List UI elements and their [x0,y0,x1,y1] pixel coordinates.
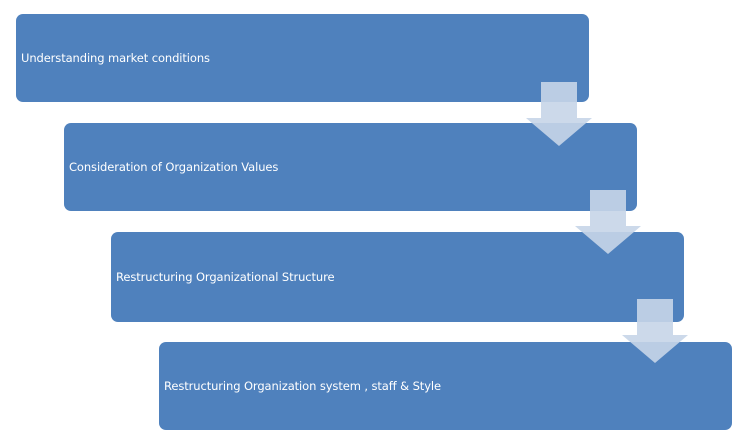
down-arrow-icon [622,299,688,363]
process-step-restructuring-system: Restructuring Organization system , staf… [159,342,732,430]
process-step-label: Restructuring Organizational Structure [116,270,335,284]
process-step-label: Consideration of Organization Values [69,160,279,174]
down-arrow-icon [526,82,592,146]
process-step-label: Restructuring Organization system , staf… [164,379,441,393]
process-step-restructuring-structure: Restructuring Organizational Structure [111,232,684,322]
process-step-label: Understanding market conditions [21,51,210,65]
process-step-understanding-market: Understanding market conditions [16,14,589,102]
down-arrow-icon [575,190,641,254]
process-step-organization-values: Consideration of Organization Values [64,123,637,211]
